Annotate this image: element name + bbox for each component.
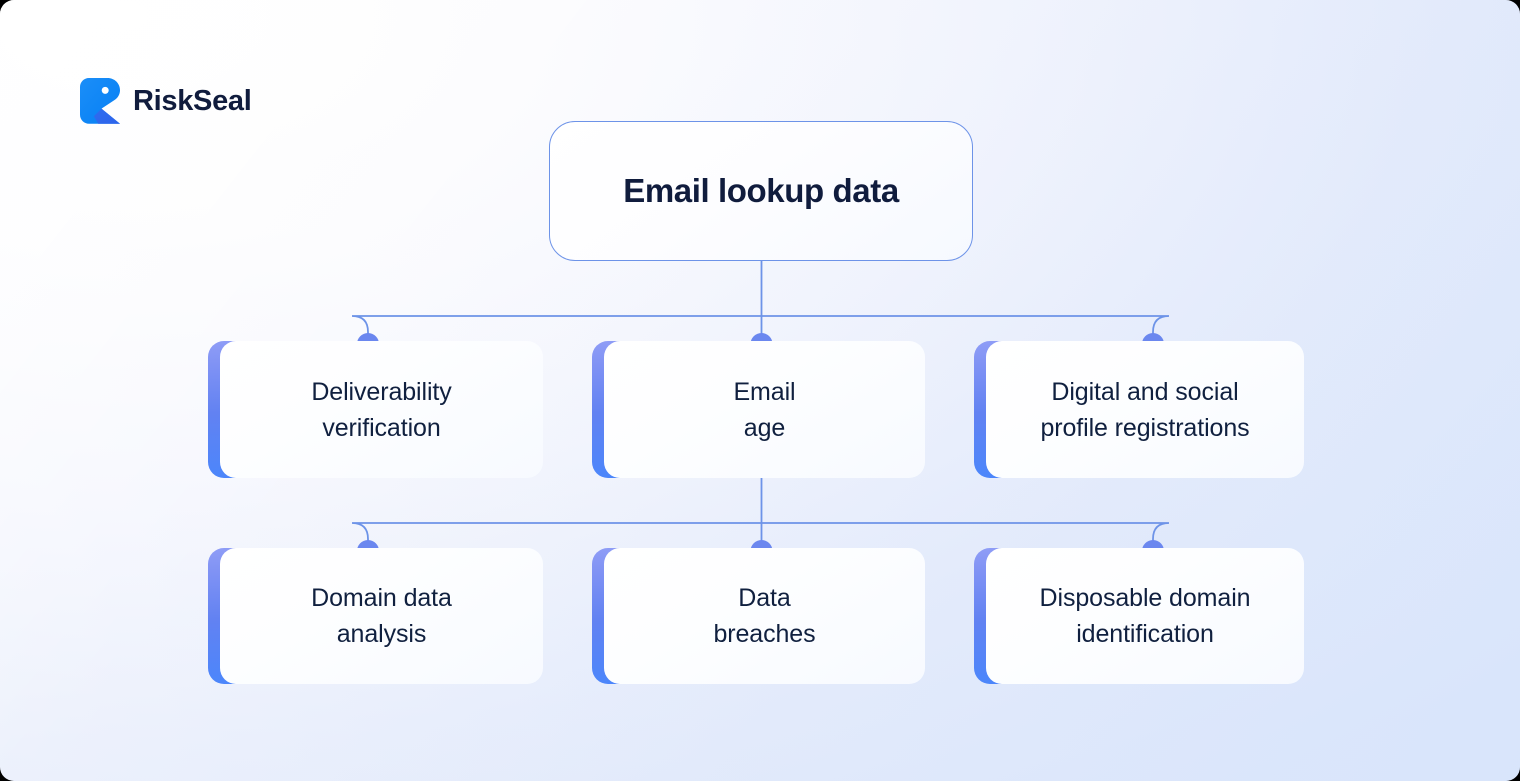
root-node-label: Email lookup data: [623, 172, 899, 209]
wire-row2-right: [760, 522, 1170, 552]
card-label: Disposable domain identification: [1039, 584, 1251, 648]
riskseal-shield-logo-icon: [80, 78, 120, 124]
root-node-email-lookup-data[interactable]: Email lookup data: [549, 121, 973, 261]
wire-row1-left: [351, 315, 763, 345]
card-deliverability-verification[interactable]: Deliverability verification: [208, 341, 543, 478]
card-body: Data breaches: [604, 548, 925, 684]
brand-wordmark: RiskSeal: [133, 84, 252, 117]
card-data-breaches[interactable]: Data breaches: [592, 548, 925, 684]
card-label: Domain data analysis: [311, 584, 452, 648]
card-body: Domain data analysis: [220, 548, 543, 684]
wire-row2-left: [351, 522, 763, 552]
card-label: Digital and social profile registrations: [1040, 377, 1250, 442]
card-label: Email age: [733, 377, 796, 442]
card-domain-data-analysis[interactable]: Domain data analysis: [208, 548, 543, 684]
card-body: Disposable domain identification: [986, 548, 1304, 684]
card-digital-and-social-profile-registrations[interactable]: Digital and social profile registrations: [974, 341, 1304, 478]
card-label: Deliverability verification: [311, 377, 452, 442]
card-disposable-domain-identification[interactable]: Disposable domain identification: [974, 548, 1304, 684]
card-email-age[interactable]: Email age: [592, 341, 925, 478]
card-label: Data breaches: [713, 584, 816, 648]
wire-row1-right: [760, 315, 1170, 345]
brand-logo: RiskSeal: [80, 78, 252, 124]
card-body: Deliverability verification: [220, 341, 543, 478]
card-body: Digital and social profile registrations: [986, 341, 1304, 478]
card-body: Email age: [604, 341, 925, 478]
